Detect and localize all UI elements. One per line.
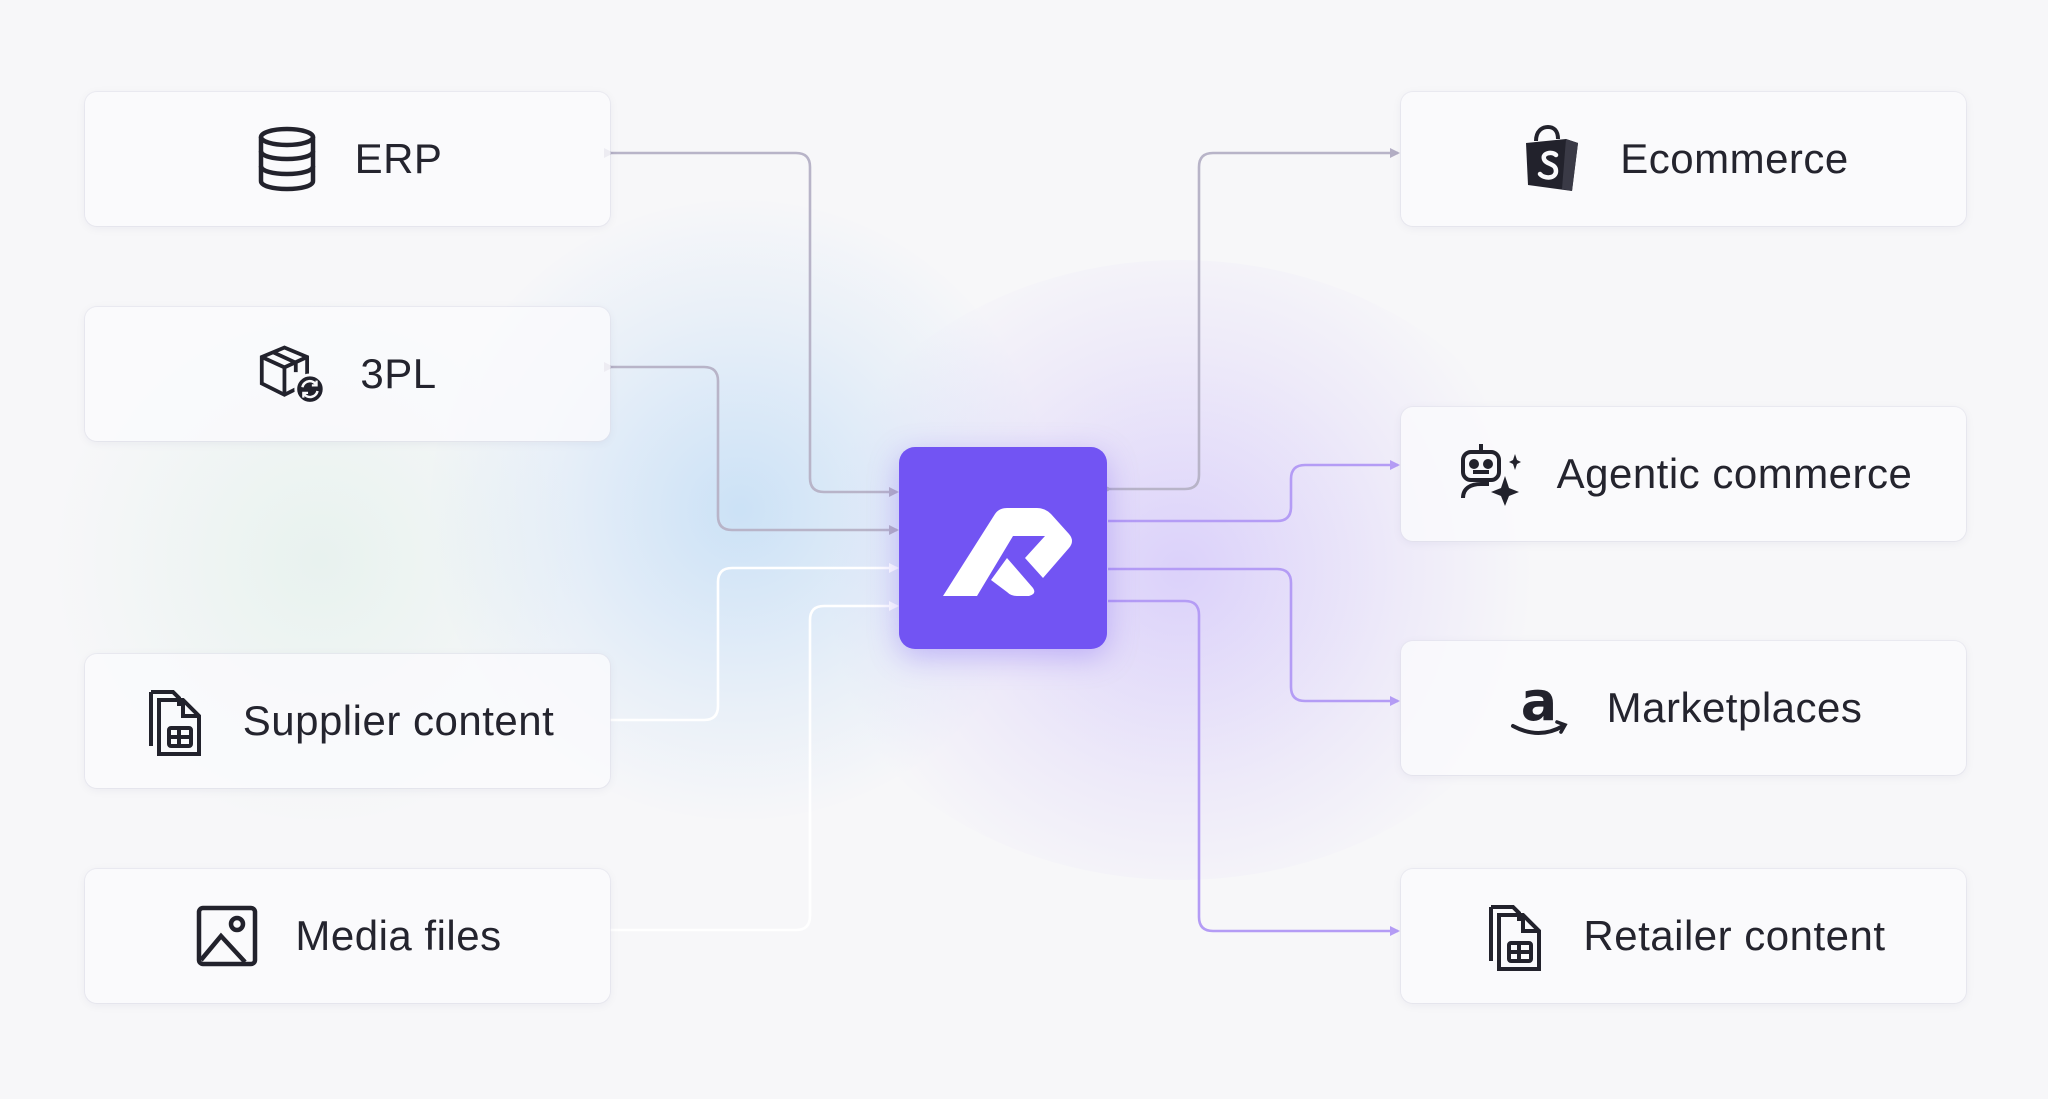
connector-agentic bbox=[1108, 460, 1400, 523]
destination-card-retailer-content[interactable]: Retailer content bbox=[1401, 869, 1966, 1003]
connector-supplier bbox=[610, 563, 899, 722]
destination-card-marketplaces[interactable]: a Marketplaces bbox=[1401, 641, 1966, 775]
source-label: Media files bbox=[295, 912, 502, 959]
source-card-media-files[interactable]: Media files bbox=[85, 869, 610, 1003]
destination-label: Retailer content bbox=[1583, 912, 1886, 959]
image-icon bbox=[193, 902, 261, 970]
destination-label: Agentic commerce bbox=[1556, 450, 1913, 497]
svg-text:a: a bbox=[1520, 674, 1556, 733]
source-card-erp[interactable]: ERP bbox=[85, 92, 610, 226]
hub-platform[interactable] bbox=[899, 447, 1107, 649]
connector-ecommerce bbox=[1102, 148, 1400, 494]
destination-label: Marketplaces bbox=[1606, 684, 1863, 731]
source-label: Supplier content bbox=[242, 697, 555, 744]
source-label: 3PL bbox=[360, 350, 437, 397]
package-sync-icon bbox=[258, 340, 326, 408]
amazon-logo-icon: a bbox=[1505, 674, 1573, 742]
ai-robot-icon bbox=[1455, 440, 1523, 508]
destination-card-ecommerce[interactable]: Ecommerce bbox=[1401, 92, 1966, 226]
destination-label: Ecommerce bbox=[1620, 135, 1849, 182]
destination-card-agentic-commerce[interactable]: Agentic commerce bbox=[1401, 407, 1966, 541]
source-card-3pl[interactable]: 3PL bbox=[85, 307, 610, 441]
documents-icon bbox=[141, 687, 209, 756]
source-card-supplier-content[interactable]: Supplier content bbox=[85, 654, 610, 788]
connector-marketplaces bbox=[1108, 567, 1400, 706]
brand-logo-icon bbox=[943, 508, 1072, 596]
source-label: ERP bbox=[354, 135, 443, 182]
shopify-bag-icon bbox=[1518, 125, 1586, 193]
connector-3pl bbox=[604, 362, 899, 535]
connector-retailer bbox=[1108, 599, 1400, 936]
connector-erp bbox=[604, 148, 899, 497]
connector-media bbox=[610, 601, 899, 932]
documents-icon bbox=[1481, 902, 1549, 971]
database-icon bbox=[253, 125, 321, 193]
